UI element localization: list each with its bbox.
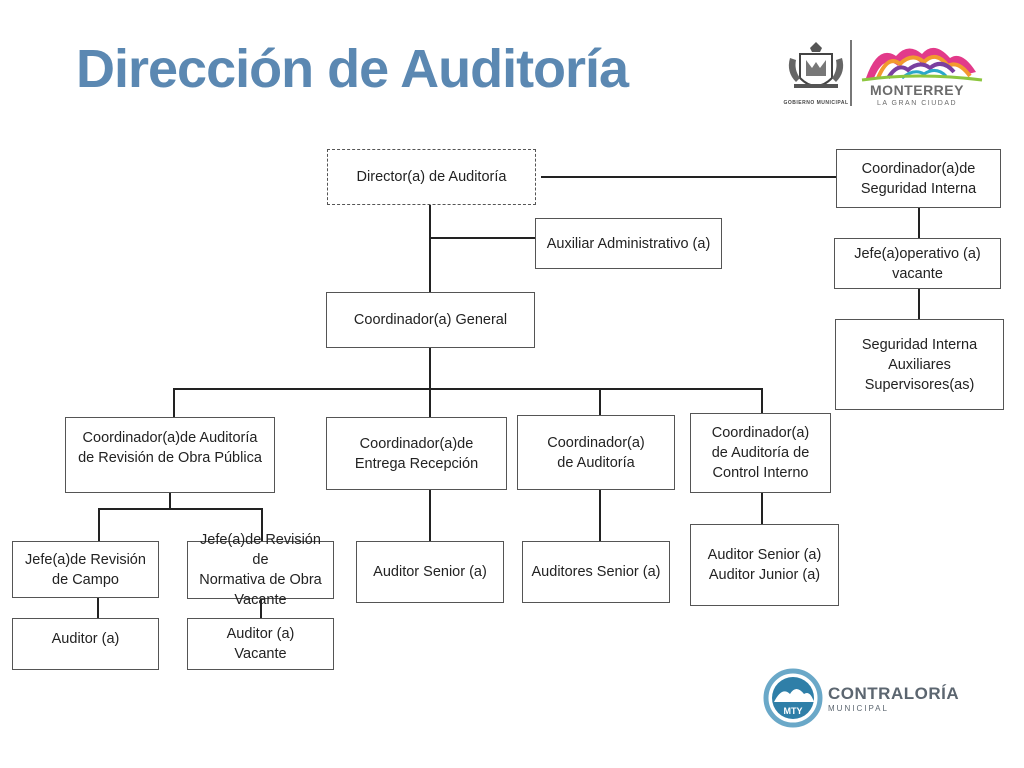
coordinador-general-box: Coordinador(a) General — [326, 292, 535, 348]
connector — [761, 388, 763, 413]
connector — [599, 388, 601, 415]
auditores-senior-box: Auditores Senior (a) — [522, 541, 670, 603]
connector — [599, 489, 601, 541]
seguridad-interna-box: Seguridad Interna Auxiliares Supervisore… — [835, 319, 1004, 410]
coordinador-obra-publica-box: Coordinador(a)de Auditoría de Revisión d… — [65, 417, 275, 493]
connector — [918, 207, 920, 238]
connector — [260, 598, 262, 618]
gobierno-caption: GOBIERNO MUNICIPAL — [783, 100, 849, 106]
coordinador-auditoria-box: Coordinador(a) de Auditoría — [517, 415, 675, 490]
jefe-revision-campo-box: Jefe(a)de Revisión de Campo — [12, 541, 159, 598]
connector — [429, 205, 431, 292]
connector — [541, 176, 836, 178]
coordinador-seguridad-interna-box: Coordinador(a)de Seguridad Interna — [836, 149, 1001, 208]
monterrey-wordmark: MONTERREY — [870, 82, 964, 98]
contraloria-subtitle: MUNICIPAL — [828, 704, 889, 713]
connector — [761, 492, 763, 524]
connector — [169, 492, 171, 509]
coordinador-entrega-recepcion-box: Coordinador(a)de Entrega Recepción — [326, 417, 507, 490]
connector — [173, 388, 175, 417]
connector — [98, 508, 262, 510]
coordinador-control-interno-box: Coordinador(a) de Auditoría de Control I… — [690, 413, 831, 493]
contraloria-wordmark: CONTRALORÍA — [828, 684, 960, 703]
director-auditoria-box: Director(a) de Auditoría — [327, 149, 536, 205]
logo-divider — [850, 40, 852, 106]
connector — [429, 489, 431, 541]
auditor-senior-entrega-box: Auditor Senior (a) — [356, 541, 504, 603]
auditor-senior-junior-box: Auditor Senior (a) Auditor Junior (a) — [690, 524, 839, 606]
connector — [98, 508, 100, 541]
connector — [261, 508, 263, 541]
jefe-operativo-box: Jefe(a)operativo (a) vacante — [834, 238, 1001, 289]
contraloria-badge-text: MTY — [784, 706, 803, 716]
monterrey-logo: MONTERREY LA GRAN CIUDAD — [858, 38, 986, 114]
auxiliar-administrativo-box: Auxiliar Administrativo (a) — [535, 218, 722, 269]
contraloria-logo: MTY CONTRALORÍA MUNICIPAL — [762, 666, 972, 730]
connector — [918, 288, 920, 319]
page-title: Dirección de Auditoría — [76, 39, 629, 99]
connector — [429, 237, 535, 239]
connector — [173, 388, 762, 390]
auditor-normativa-box: Auditor (a) Vacante — [187, 618, 334, 670]
jefe-revision-normativa-box: Jefe(a)de Revisión de Normativa de Obra … — [187, 532, 334, 608]
connector — [429, 388, 431, 417]
monterrey-tagline: LA GRAN CIUDAD — [876, 100, 958, 107]
gobierno-municipal-seal-logo: GOBIERNO MUNICIPAL — [782, 38, 850, 110]
connector — [429, 347, 431, 389]
auditor-campo-box: Auditor (a) — [12, 618, 159, 670]
connector — [97, 597, 99, 618]
